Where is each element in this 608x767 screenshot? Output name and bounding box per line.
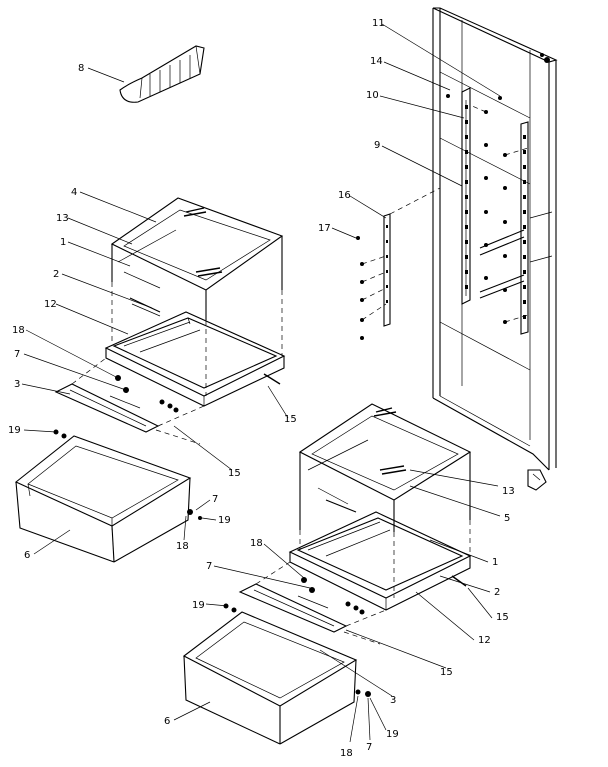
callout-5: 5 bbox=[504, 513, 510, 524]
callout-2: 2 bbox=[494, 587, 500, 598]
callout-1: 1 bbox=[60, 237, 66, 248]
part-cabinet-liner bbox=[432, 7, 558, 491]
callout-labels: 8 4 13 1 2 12 18 7 3 19 15 15 6 7 19 18 … bbox=[8, 18, 515, 759]
callout-13: 13 bbox=[502, 486, 515, 497]
callout-7: 7 bbox=[366, 742, 372, 753]
callout-18: 18 bbox=[250, 538, 263, 549]
callout-19: 19 bbox=[192, 600, 205, 611]
callout-8: 8 bbox=[78, 63, 84, 74]
upper-slide-bracket bbox=[53, 357, 205, 445]
callout-15: 15 bbox=[496, 612, 509, 623]
callout-19: 19 bbox=[218, 515, 231, 526]
lower-slide-bracket bbox=[223, 561, 387, 645]
upper-crisper-frame bbox=[104, 282, 286, 407]
callout-13: 13 bbox=[56, 213, 69, 224]
callout-6: 6 bbox=[164, 716, 170, 727]
callout-16: 16 bbox=[338, 190, 351, 201]
callout-17: 17 bbox=[318, 223, 331, 234]
callout-3: 3 bbox=[390, 695, 396, 706]
part-dairy-cover bbox=[119, 45, 205, 103]
callout-18: 18 bbox=[176, 541, 189, 552]
leader-lines bbox=[21, 23, 501, 743]
callout-18: 18 bbox=[12, 325, 25, 336]
callout-19: 19 bbox=[386, 729, 399, 740]
callout-2: 2 bbox=[53, 269, 59, 280]
callout-14: 14 bbox=[370, 56, 383, 67]
lower-crisper-frame bbox=[288, 511, 472, 611]
callout-7: 7 bbox=[14, 349, 20, 360]
upper-crisper-cover bbox=[110, 197, 284, 320]
callout-18: 18 bbox=[340, 748, 353, 759]
callout-11: 11 bbox=[372, 18, 385, 29]
callout-15: 15 bbox=[284, 414, 297, 425]
callout-12: 12 bbox=[44, 299, 57, 310]
callout-12: 12 bbox=[478, 635, 491, 646]
callout-6: 6 bbox=[24, 550, 30, 561]
callout-3: 3 bbox=[14, 379, 20, 390]
callout-15: 15 bbox=[228, 468, 241, 479]
callout-9: 9 bbox=[374, 140, 380, 151]
callout-7: 7 bbox=[206, 561, 212, 572]
lower-crisper-drawer bbox=[182, 611, 371, 745]
callout-19: 19 bbox=[8, 425, 21, 436]
lower-crisper-cover bbox=[298, 403, 472, 532]
callout-4: 4 bbox=[71, 187, 77, 198]
callout-7: 7 bbox=[212, 494, 218, 505]
callout-10: 10 bbox=[366, 90, 379, 101]
part-shelf-pilasters bbox=[446, 87, 529, 335]
part-side-rail bbox=[356, 187, 441, 340]
upper-crisper-drawer bbox=[14, 435, 202, 563]
callout-15: 15 bbox=[440, 667, 453, 678]
callout-1: 1 bbox=[492, 557, 498, 568]
